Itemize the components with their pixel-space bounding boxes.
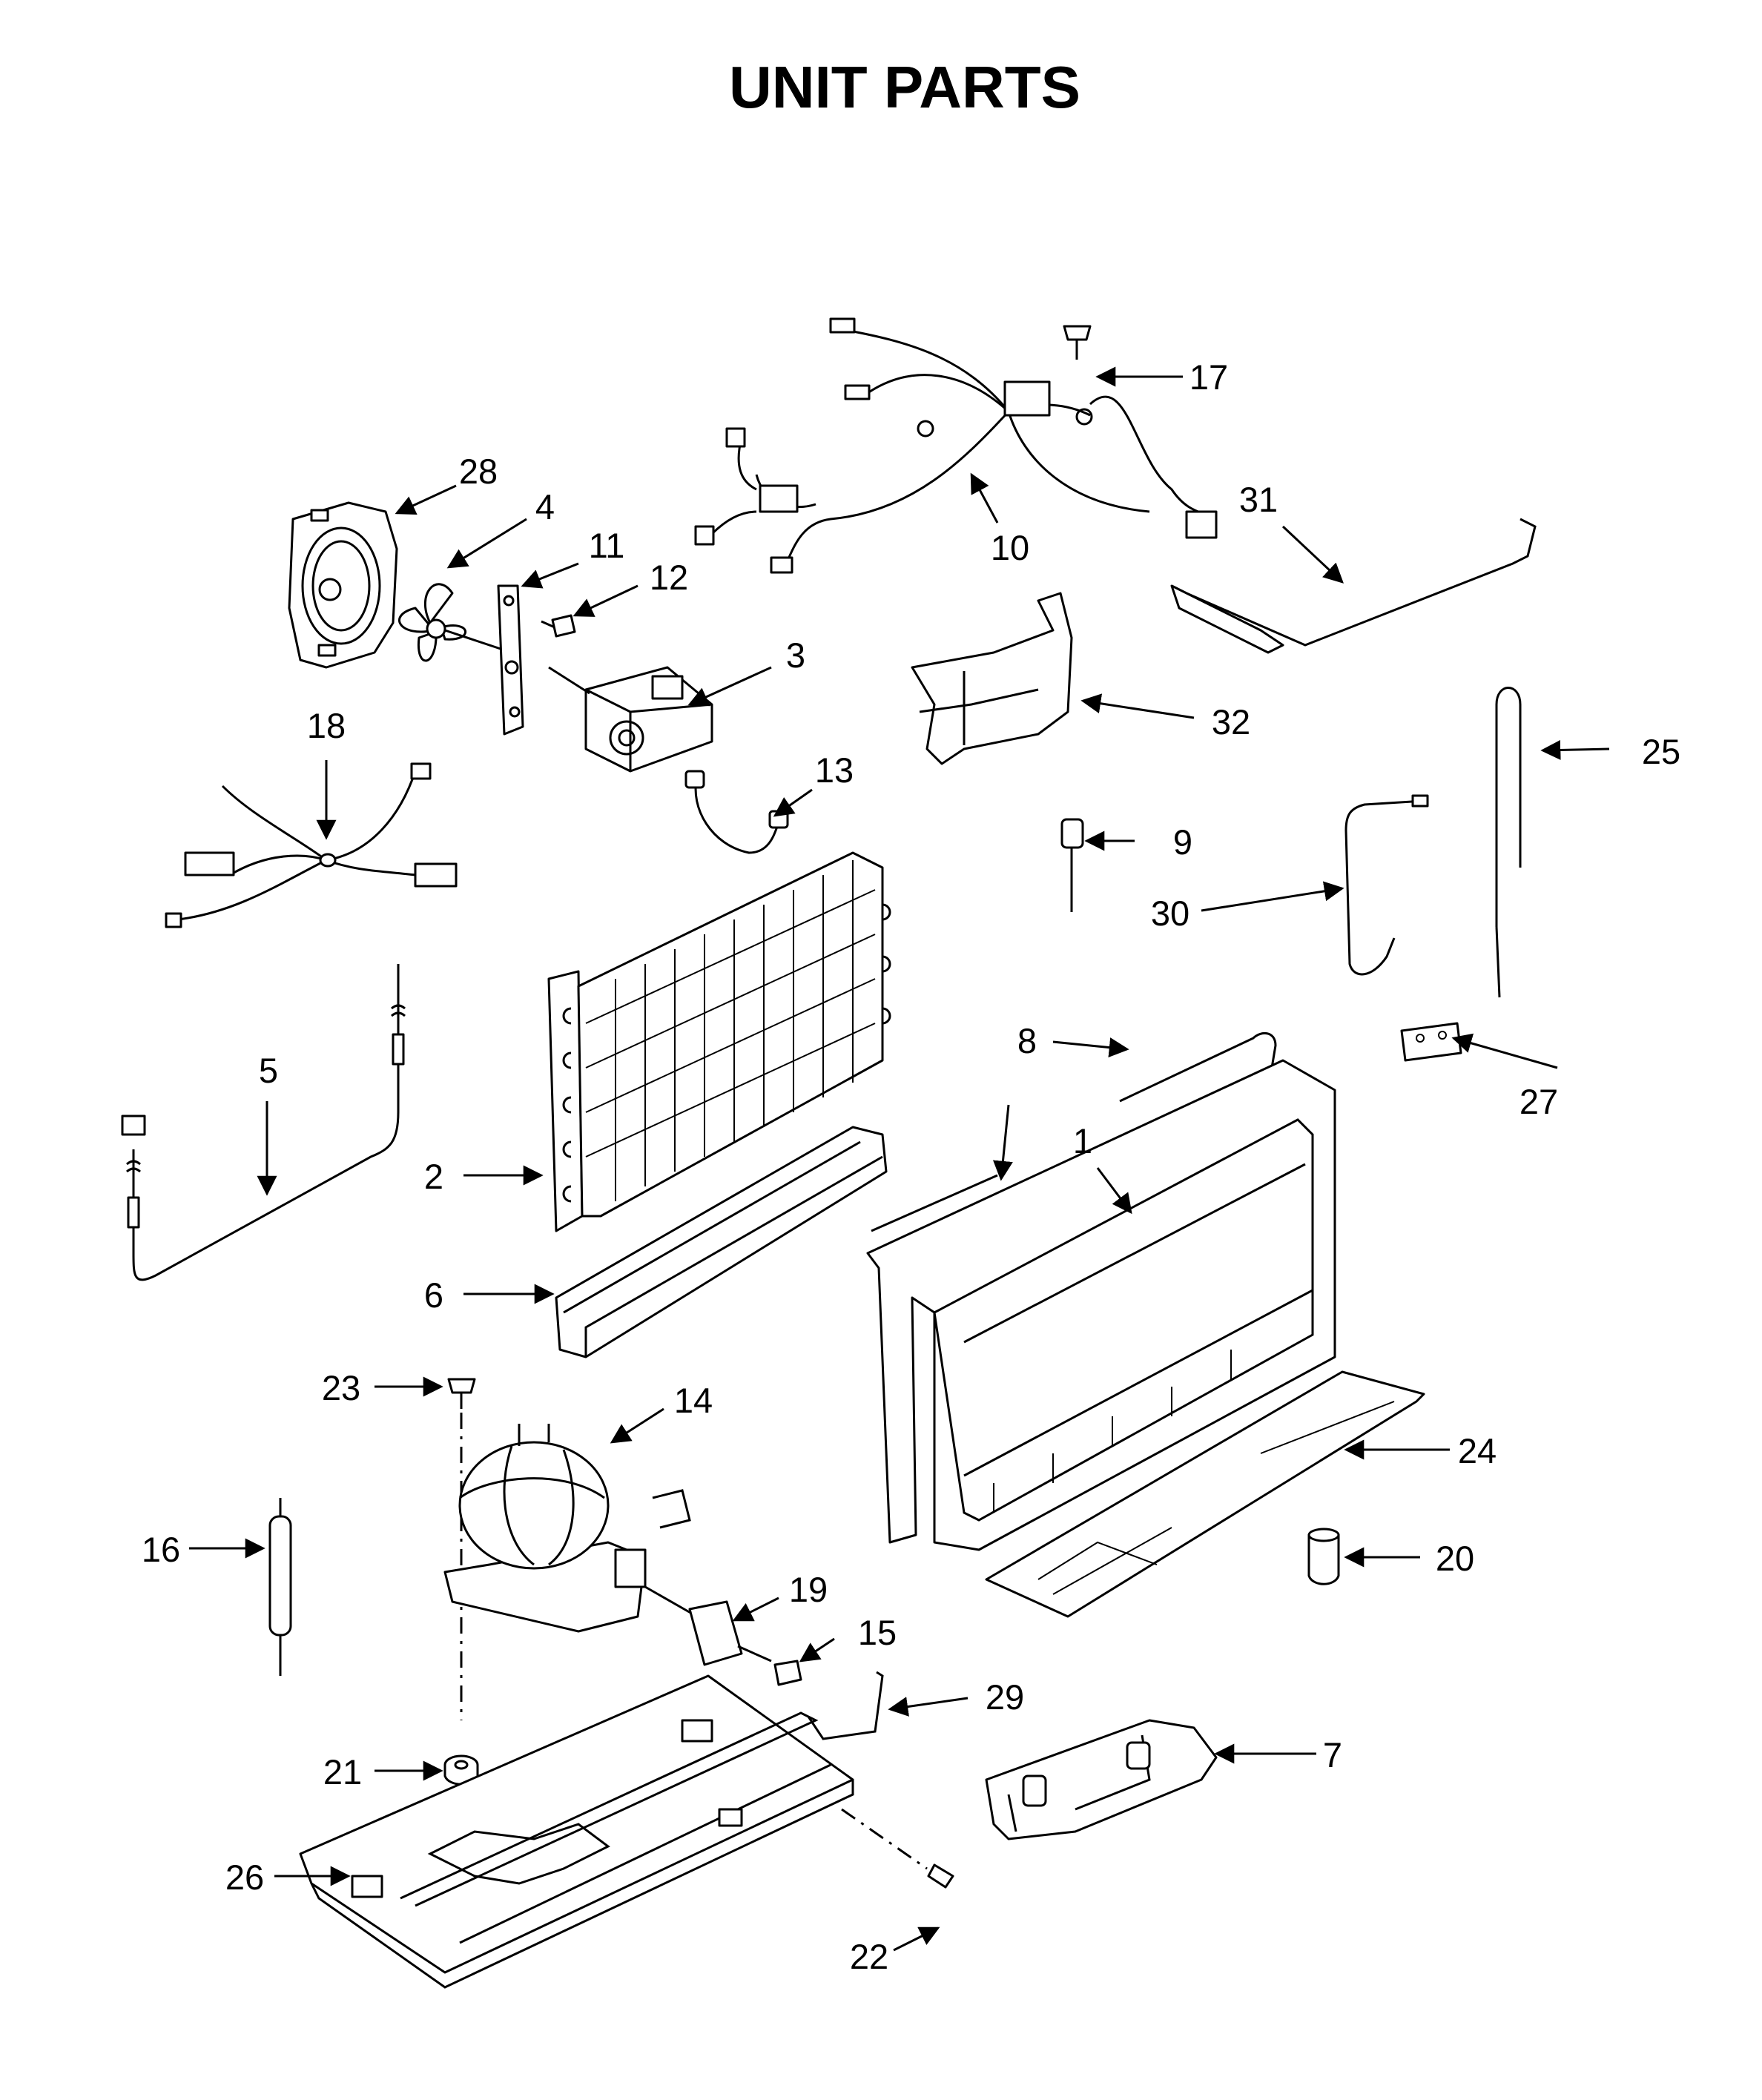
leader-lines (189, 366, 1610, 1952)
callout-18: 18 (307, 706, 346, 745)
callout-28: 28 (459, 452, 498, 491)
terminal-plate-27-part (1400, 1022, 1462, 1062)
screw-17-part (1063, 325, 1092, 360)
callout-6: 6 (424, 1275, 443, 1315)
fan-blade-part (398, 583, 512, 662)
tube-30-part (1344, 794, 1429, 976)
thermistor-9-part (1060, 818, 1084, 912)
drain-pan-24-part (985, 1370, 1425, 1618)
callout-7: 7 (1323, 1735, 1342, 1774)
compressor-part (443, 1424, 691, 1633)
motor-bracket-part (497, 584, 524, 736)
callout-31: 31 (1239, 480, 1278, 519)
callout-23: 23 (322, 1368, 360, 1407)
callout-30: 30 (1151, 894, 1189, 933)
callout-22: 22 (850, 1937, 888, 1976)
screw-23-part (447, 1378, 476, 1720)
base-plate-26-part (299, 1674, 854, 1989)
callout-2: 2 (424, 1157, 443, 1196)
callout-32: 32 (1212, 702, 1250, 742)
callout-17: 17 (1189, 357, 1228, 397)
callout-1: 1 (1073, 1121, 1092, 1160)
callout-9: 9 (1173, 822, 1192, 862)
callout-19: 19 (789, 1570, 828, 1609)
callout-3: 3 (786, 635, 805, 675)
diagram-title: UNIT PARTS (729, 54, 1080, 120)
callout-14: 14 (674, 1381, 713, 1420)
wiring-harness-part (694, 317, 1150, 574)
drain-trough-part (555, 1126, 888, 1358)
cover-15-part (773, 1660, 802, 1686)
gasket-8-part (871, 1031, 1277, 1232)
callout-29: 29 (986, 1677, 1024, 1717)
callout-15: 15 (858, 1613, 897, 1652)
relay-19-part (644, 1585, 772, 1666)
callout-26: 26 (225, 1858, 264, 1897)
fan-shroud-part (288, 501, 398, 669)
callout-16: 16 (142, 1530, 180, 1569)
screw-22-part (841, 1808, 954, 1889)
drain-cover-7-part (985, 1719, 1218, 1840)
motor-harness-part (684, 770, 789, 854)
callout-11: 11 (589, 526, 625, 565)
callout-25: 25 (1642, 732, 1680, 771)
callout-8: 8 (1017, 1021, 1037, 1060)
screw-12-part (541, 614, 576, 638)
cap-20-part (1307, 1528, 1340, 1585)
callout-4: 4 (535, 487, 555, 526)
callout-12: 12 (650, 558, 688, 597)
clip-29-part (807, 1671, 884, 1740)
fan-motor-part (548, 666, 713, 773)
evaporator-cover-part (866, 1059, 1336, 1551)
callout-13: 13 (815, 750, 854, 790)
callout-10: 10 (991, 528, 1029, 567)
defrost-heater-5-part (121, 964, 406, 1281)
drier-16-part (268, 1498, 292, 1676)
condenser-part (547, 851, 891, 1232)
callout-24: 24 (1458, 1431, 1497, 1470)
air-duct-part (911, 592, 1073, 765)
callout-21: 21 (323, 1752, 362, 1792)
callout-27: 27 (1520, 1082, 1558, 1121)
sensor-harness-part (165, 762, 458, 928)
heater-rod-25-part (1495, 687, 1522, 998)
heater-assembly-31-part (1089, 395, 1537, 654)
callout-20: 20 (1436, 1539, 1474, 1578)
callout-5: 5 (259, 1051, 278, 1090)
